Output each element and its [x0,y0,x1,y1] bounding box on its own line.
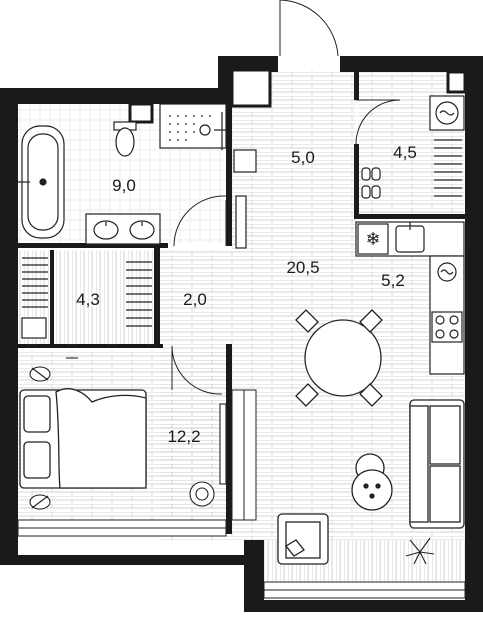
radiator-icon [126,261,152,327]
room-area-corridor: 2,0 [183,290,207,309]
stool-icon [189,481,215,507]
wardrobe-outlet [21,317,47,339]
bathroom-fixtures [18,103,227,245]
shoe-rack-icon [361,167,381,199]
room-area-bathroom: 9,0 [112,176,136,195]
wall-bath-right [226,104,232,246]
coffee-table-icon [351,453,393,511]
room-labels: 9,0 5,0 4,5 20,5 5,2 4,3 2,0 12,2 [76,143,417,446]
door-icon [171,345,223,395]
wall-balcony-left [244,540,264,610]
door-icon [279,0,339,57]
kitchen-fixtures: ❄ [355,221,465,375]
shower-icon [159,103,227,150]
storage-fixtures [361,95,465,199]
room-area-bedroom: 12,2 [167,427,200,446]
hall-mirror [235,195,247,249]
room-area-living: 20,5 [286,258,319,277]
shaft-top-right [446,70,467,94]
radiator-icon [434,139,462,197]
wall-bedroom-top [18,344,163,348]
wall-bottom-left [0,518,18,564]
wall-bedroom-right [226,344,232,534]
washing-machine-icon [437,262,457,282]
wall-bottom-bedroom [0,555,262,565]
wall-balcony-right [465,540,483,612]
wall-balcony-bottom [244,600,483,612]
wall-wardrobe-mid [50,250,54,345]
hob-icon [431,311,463,343]
washing-machine-icon [429,95,465,131]
room-area-storage: 4,5 [393,143,417,162]
room-area-kitchen: 5,2 [381,271,405,290]
door-icon [173,195,227,247]
sofa-icon [409,399,465,529]
wardrobe-fixtures [21,257,152,339]
svg-text:❄: ❄ [365,229,380,249]
fridge-icon: ❄ [357,223,389,255]
shaft-bath [128,102,154,124]
wall-storage-left-low [354,144,359,216]
door-icon [355,99,401,145]
lamp-icon [29,366,51,510]
wall-bath-bottom [18,243,168,248]
room-area-hallway: 5,0 [291,148,315,167]
bedroom-wardrobe-icon [66,357,227,485]
wall-top-mid-post [218,56,234,104]
plant-icon [405,537,435,565]
wall-storage-bottom [354,214,466,219]
wall-wardrobe-right [154,248,160,346]
column-hall [230,68,272,108]
double-sink-icon [85,213,161,245]
walls [0,56,483,612]
doors [171,0,401,395]
bathtub-icon [18,125,65,239]
radiator-icon [22,257,48,308]
wall-right [465,56,483,546]
hall-cabinet [233,149,257,173]
room-area-wardrobe: 4,3 [76,290,100,309]
kitchen-sink-icon [395,222,425,253]
hall-fixtures [233,149,257,249]
windows [17,389,466,599]
wall-top-left [0,88,232,104]
dining-table-icon [295,309,383,407]
toilet-icon [113,121,137,157]
armchair-icon [277,513,329,565]
wall-storage-left [354,72,359,100]
wall-top-right [340,56,483,72]
bed-icon [19,388,147,489]
wall-left [0,88,18,520]
